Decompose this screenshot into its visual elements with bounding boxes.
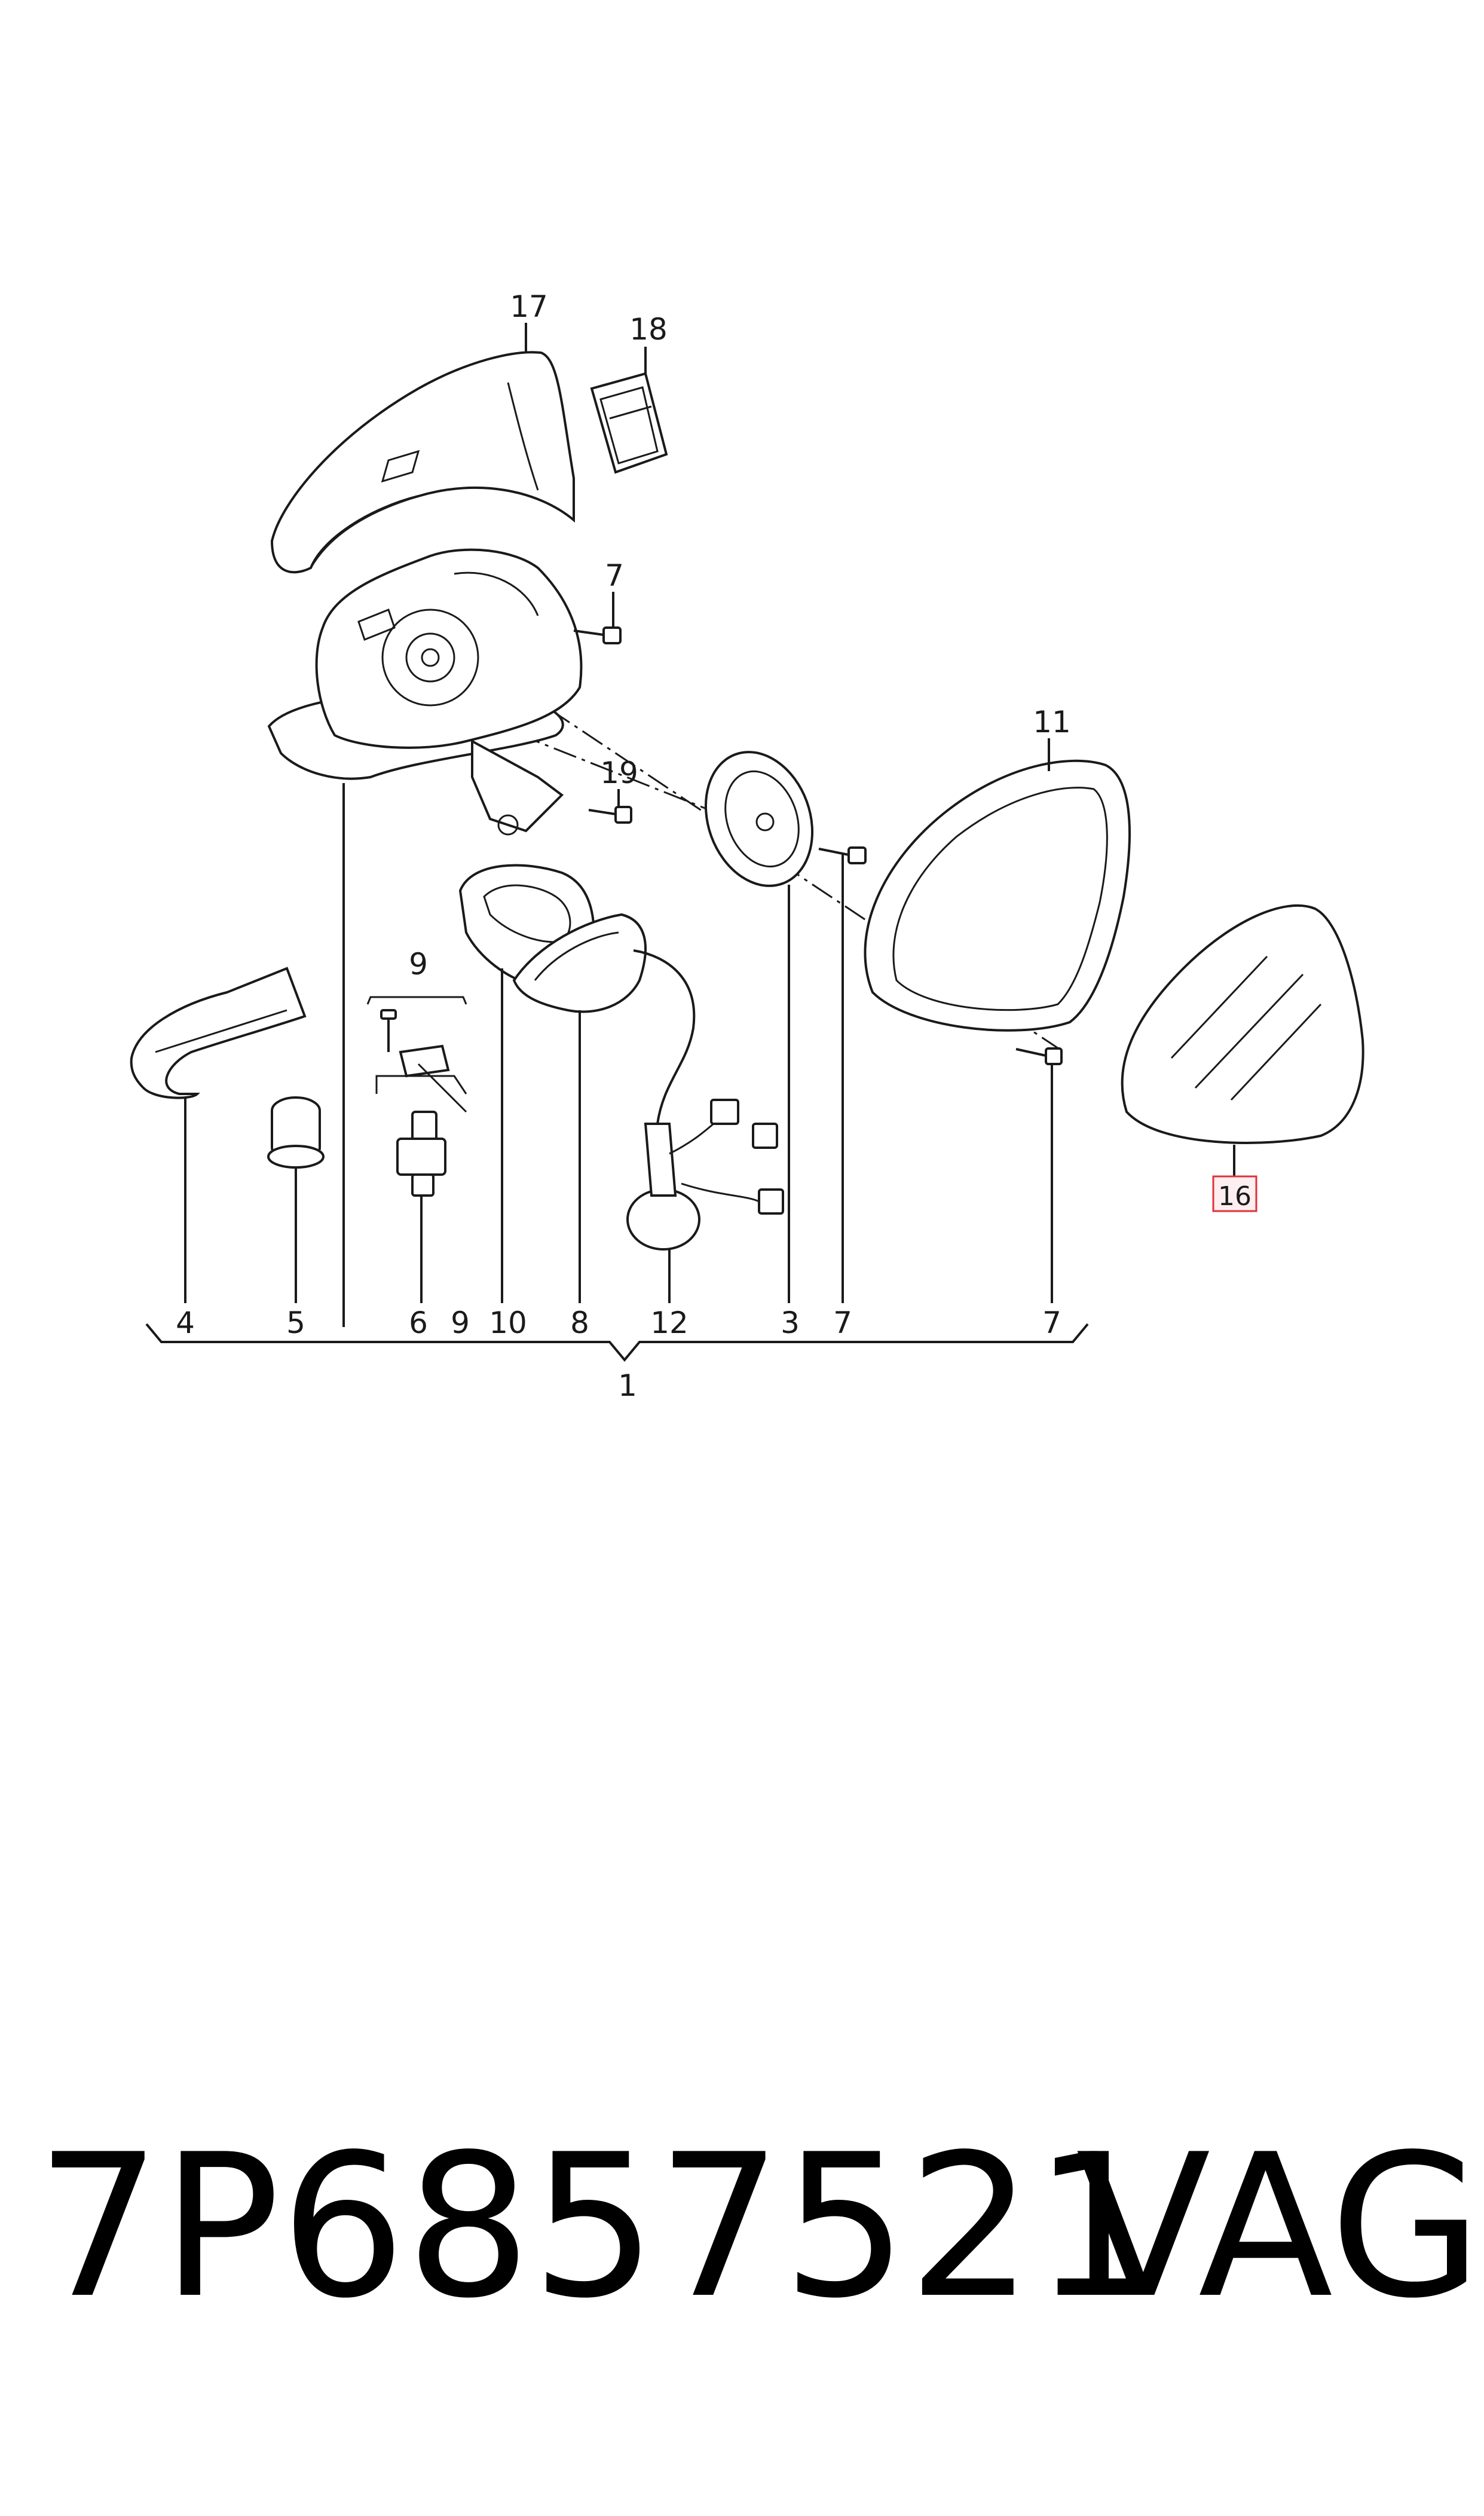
part-17-mirror-cap[interactable] — [270, 351, 575, 574]
callout-6[interactable]: 6 — [409, 1306, 428, 1340]
part-5-bulb-socket[interactable] — [267, 1096, 325, 1169]
part-18-insert[interactable] — [590, 372, 668, 474]
part-19-screw[interactable] — [588, 806, 632, 824]
part-3-adjuster-plate[interactable] — [688, 737, 830, 901]
part-4-turn-signal[interactable] — [130, 967, 307, 1099]
callout-9-bottom[interactable]: 9 — [451, 1306, 470, 1340]
assembly-bracket — [145, 1323, 1089, 1362]
leader-lines — [184, 323, 1235, 1327]
callout-8[interactable]: 8 — [570, 1306, 589, 1340]
callout-19[interactable]: 19 — [600, 756, 638, 790]
callout-4[interactable]: 4 — [176, 1306, 195, 1340]
part-11-glass-frame[interactable] — [864, 759, 1131, 1032]
brand-name: VAG — [1076, 2112, 1483, 2341]
callout-12[interactable]: 12 — [650, 1306, 689, 1340]
callout-16-highlight-box — [1212, 1175, 1257, 1212]
part-12-wiring-harness[interactable] — [626, 949, 784, 1251]
callout-11[interactable]: 11 — [1033, 705, 1071, 739]
callout-18[interactable]: 18 — [629, 312, 668, 347]
callout-7-bottom-b[interactable]: 7 — [1042, 1306, 1061, 1340]
exploded-parts-diagram: 17 18 7 19 11 9 16 4 5 6 9 10 8 12 3 7 7… — [130, 289, 1364, 1403]
part-9-bracket-set[interactable] — [366, 996, 467, 1113]
callout-1[interactable]: 1 — [618, 1368, 637, 1403]
callout-9-top[interactable]: 9 — [409, 947, 428, 982]
part-8-gasket[interactable] — [512, 913, 647, 1013]
callout-16[interactable]: 16 — [1218, 1181, 1252, 1212]
part-7-screw-right[interactable] — [1015, 1047, 1063, 1065]
part-6-switch[interactable] — [396, 1111, 446, 1197]
mirror-base-housing[interactable] — [267, 548, 583, 836]
part-7-screw-top[interactable] — [573, 626, 622, 644]
callout-5[interactable]: 5 — [286, 1306, 305, 1340]
callout-7-top[interactable]: 7 — [605, 558, 624, 593]
callout-7-bottom-a[interactable]: 7 — [833, 1306, 852, 1340]
callout-10[interactable]: 10 — [489, 1306, 527, 1340]
part-16-mirror-glass[interactable] — [1121, 904, 1364, 1144]
part-number: 7P6857521 — [36, 2112, 1159, 2341]
part-7-screw-plate[interactable] — [818, 846, 867, 864]
callout-17[interactable]: 17 — [510, 289, 548, 324]
callout-labels: 17 18 7 19 11 9 16 4 5 6 9 10 8 12 3 7 7… — [176, 289, 1257, 1403]
callout-3[interactable]: 3 — [781, 1306, 800, 1340]
